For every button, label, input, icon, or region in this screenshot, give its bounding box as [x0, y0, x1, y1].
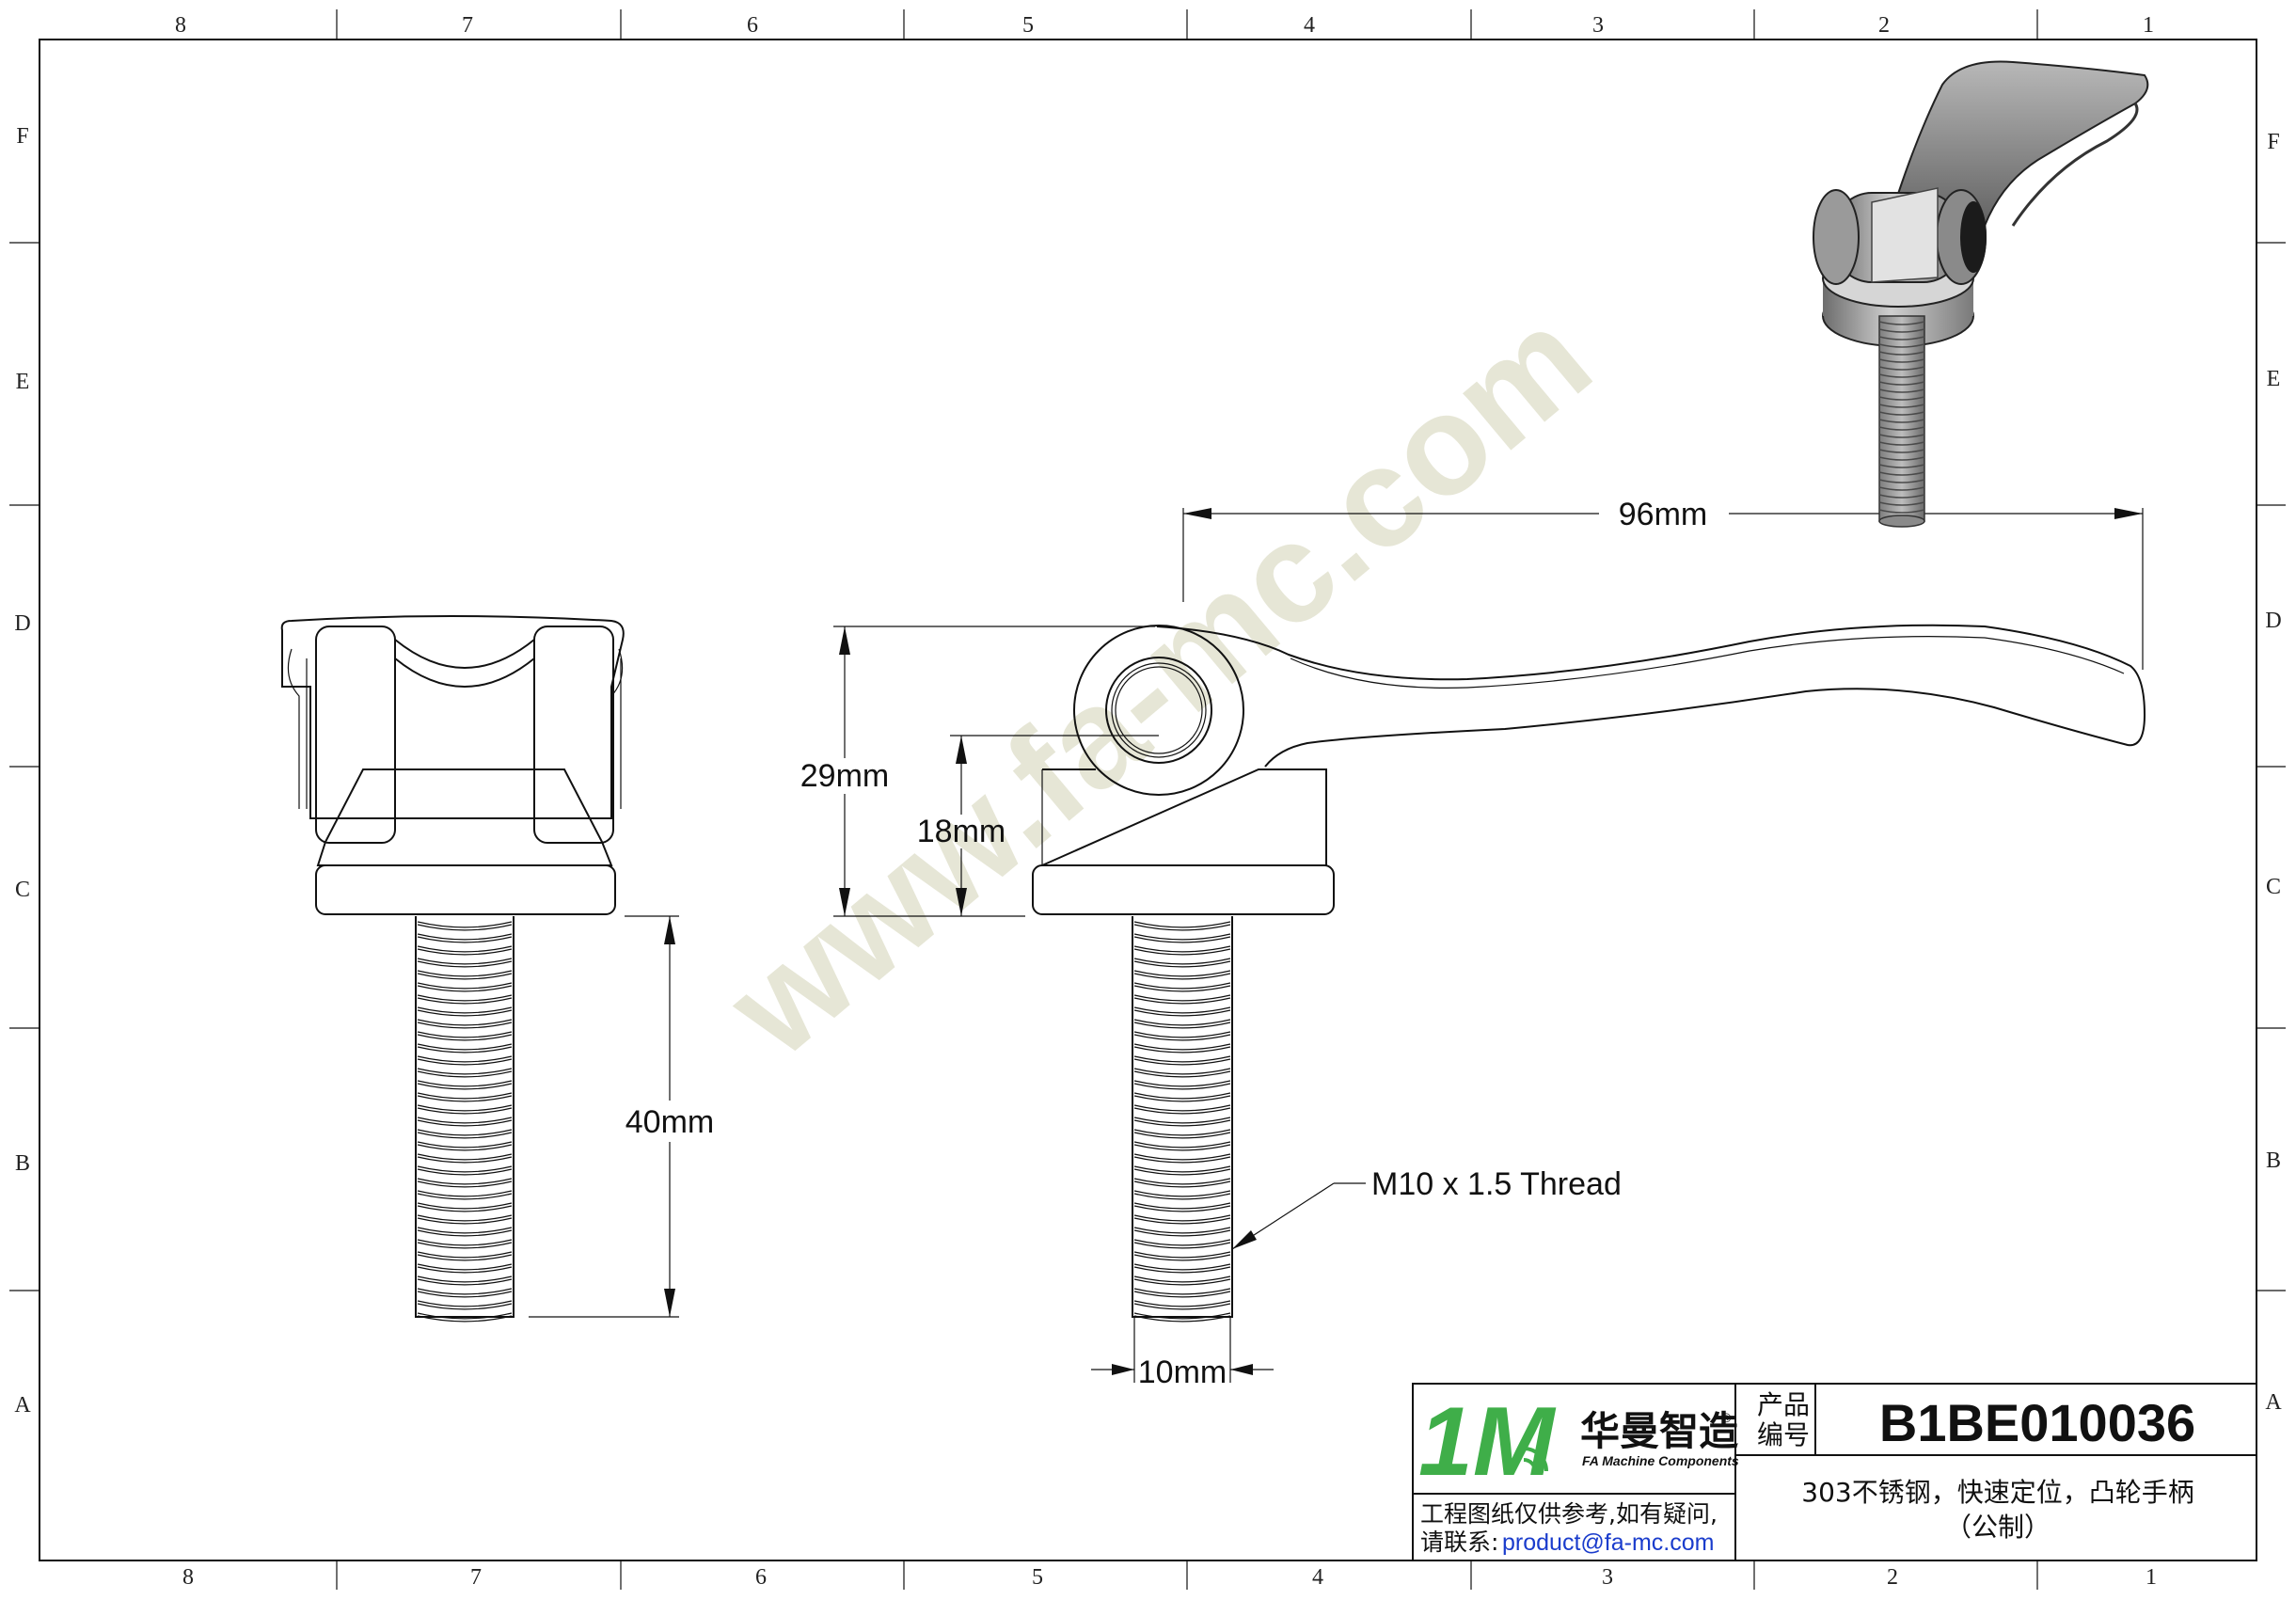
dimension-10mm: 10mm — [1091, 1317, 1274, 1390]
product-code: B1BE010036 — [1879, 1393, 2195, 1452]
brand-name-cn: 华曼智造 — [1580, 1408, 1738, 1454]
dimension-length-label: 96mm — [1619, 497, 1707, 532]
contact-label: 请联系: — [1420, 1529, 1498, 1556]
zone-col-label: 7 — [470, 1565, 482, 1590]
front-view — [280, 615, 625, 1323]
zone-ticks — [9, 9, 2286, 1590]
zone-row-label: E — [2267, 367, 2281, 391]
zone-col-label: 3 — [1592, 13, 1604, 38]
zone-row-label: C — [2266, 875, 2281, 899]
product-description-metric: （公制） — [1945, 1512, 2051, 1543]
zone-row-label: A — [14, 1393, 31, 1418]
zone-col-label: 3 — [1602, 1565, 1613, 1590]
zone-col-label: 1 — [2143, 13, 2154, 38]
dimension-96mm: 96mm — [1182, 497, 2144, 670]
dimension-height-label: 29mm — [800, 758, 889, 794]
zone-row-label: D — [14, 611, 30, 636]
dimension-diameter-label: 10mm — [1138, 1354, 1227, 1390]
zone-col-label: 4 — [1312, 1565, 1323, 1590]
logo-mark: 1M — [1418, 1387, 1557, 1497]
zone-col-label: 5 — [1032, 1565, 1043, 1590]
brand-name-en: FA Machine Components — [1582, 1453, 1739, 1468]
dimension-29mm: 29mm — [800, 626, 1155, 917]
drawing-border — [39, 39, 2257, 1561]
zone-col-label: 7 — [462, 13, 473, 38]
product-code-label-line1: 产品 — [1757, 1389, 1810, 1420]
zone-labels-top: 8 7 6 5 4 3 2 1 — [175, 13, 2154, 38]
product-description: 303不锈钢，快速定位，凸轮手柄 — [1801, 1477, 2193, 1508]
zone-row-label: F — [2267, 130, 2279, 154]
title-block: 1M 华曼智造 ® FA Machine Components 产品 编号 B1… — [1412, 1383, 2257, 1561]
isometric-thread — [1878, 321, 1925, 514]
product-code-label-line2: 编号 — [1757, 1419, 1810, 1450]
zone-row-label: B — [2266, 1149, 2281, 1173]
zone-row-label: B — [15, 1151, 30, 1176]
zone-col-label: 8 — [182, 1565, 194, 1590]
dimension-40mm: 40mm — [529, 915, 714, 1318]
zone-row-label: C — [15, 878, 30, 902]
front-view-thread — [415, 916, 515, 1323]
zone-row-label: F — [16, 124, 28, 149]
dimension-thread-length-label: 40mm — [625, 1104, 714, 1140]
zone-row-label: E — [16, 370, 30, 394]
zone-labels-left: F E D C B A — [14, 124, 31, 1418]
zone-col-label: 4 — [1304, 13, 1315, 38]
contact-email: product@fa-mc.com — [1502, 1529, 1714, 1556]
thread-callout-label: M10 x 1.5 Thread — [1371, 1166, 1622, 1202]
side-view-thread — [1132, 916, 1233, 1323]
zone-row-label: A — [2265, 1390, 2282, 1415]
zone-col-label: 6 — [755, 1565, 767, 1590]
registered-mark: ® — [1721, 1410, 1732, 1425]
disclaimer-text: 工程图纸仅供参考,如有疑问, — [1420, 1500, 1718, 1528]
zone-labels-bottom: 8 7 6 5 4 3 2 1 — [182, 1565, 2157, 1590]
zone-col-label: 8 — [175, 13, 186, 38]
zone-labels-right: F E D C B A — [2265, 130, 2282, 1415]
dimension-center-height-label: 18mm — [917, 814, 1005, 849]
zone-row-label: D — [2265, 609, 2281, 633]
zone-col-label: 2 — [1878, 13, 1890, 38]
dimension-18mm: 18mm — [917, 735, 1159, 916]
zone-col-label: 2 — [1887, 1565, 1898, 1590]
isometric-render — [1813, 60, 2149, 528]
thread-callout: M10 x 1.5 Thread — [1231, 1166, 1622, 1250]
zone-col-label: 6 — [747, 13, 758, 38]
zone-col-label: 1 — [2146, 1565, 2157, 1590]
zone-col-label: 5 — [1022, 13, 1034, 38]
company-logo: 1M 华曼智造 ® FA Machine Components — [1418, 1387, 1739, 1497]
side-view — [1032, 624, 2146, 1323]
